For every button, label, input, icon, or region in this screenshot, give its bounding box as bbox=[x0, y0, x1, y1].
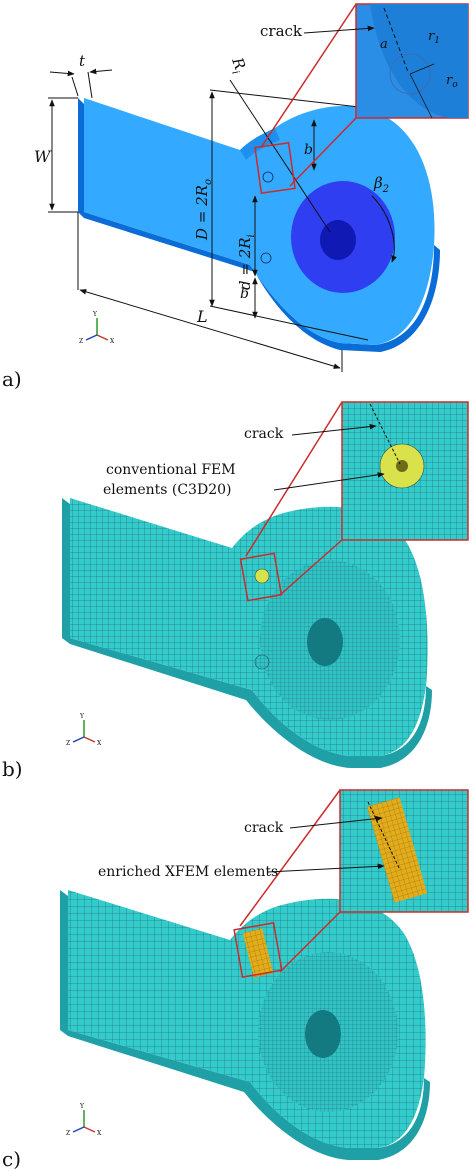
panel-b-fem-mesh: crack conventional FEM elements (C3D20) … bbox=[0, 390, 474, 780]
svg-text:Y: Y bbox=[92, 311, 98, 318]
dim-b-bottom: b bbox=[240, 286, 249, 302]
panel-c-xfem-mesh: crack enriched XFEM elements Y Z X c) bbox=[0, 780, 474, 1171]
dim-d: d = 2Ri bbox=[236, 234, 257, 290]
crack-label-a: crack bbox=[260, 22, 303, 40]
dim-b-top: b bbox=[304, 142, 313, 158]
panel-a-drawing: t W L b b D = 2Ro d = 2Ri Ri β2 crack a … bbox=[2, 3, 469, 390]
crack-label-c: crack bbox=[244, 820, 284, 836]
svg-text:X: X bbox=[97, 740, 102, 747]
inset-r1: r1 bbox=[428, 29, 440, 46]
panel-letter-c: c) bbox=[2, 1147, 21, 1171]
panel-letter-a: a) bbox=[2, 367, 22, 390]
mesh-part-c bbox=[60, 890, 430, 1160]
panel-c-drawing: crack enriched XFEM elements Y Z X c) bbox=[2, 789, 469, 1171]
svg-text:Y: Y bbox=[79, 1103, 85, 1110]
panel-a-geometry: t W L b b D = 2Ro d = 2Ri Ri β2 crack a … bbox=[0, 0, 474, 390]
hole-inner bbox=[320, 220, 356, 260]
crack-callout-b bbox=[239, 401, 469, 602]
dim-W: W bbox=[34, 147, 52, 166]
dim-R: Ri bbox=[225, 54, 250, 76]
dim-D: D = 2Ro bbox=[193, 179, 214, 241]
crack-label-b: crack bbox=[244, 426, 284, 442]
panel-letter-b: b) bbox=[2, 757, 23, 780]
mesh-part-b bbox=[62, 498, 432, 768]
svg-text:Y: Y bbox=[79, 713, 85, 720]
xfem-elements-patch bbox=[366, 797, 428, 903]
panel-b-drawing: crack conventional FEM elements (C3D20) … bbox=[2, 401, 469, 780]
elements-label-b-2: elements (C3D20) bbox=[103, 482, 231, 498]
crack-callout bbox=[254, 3, 469, 194]
elements-label-c: enriched XFEM elements bbox=[98, 864, 278, 880]
lug-part bbox=[78, 98, 440, 352]
svg-text:Z: Z bbox=[66, 740, 70, 747]
svg-text:X: X bbox=[97, 1130, 102, 1137]
svg-text:Z: Z bbox=[79, 338, 83, 345]
elements-label-b-1: conventional FEM bbox=[106, 462, 236, 478]
axis-triad-b: Y Z X bbox=[66, 713, 102, 747]
inset-a: a bbox=[380, 37, 388, 52]
axis-triad-c: Y Z X bbox=[66, 1103, 102, 1137]
dim-beta: β2 bbox=[373, 174, 389, 195]
svg-text:X: X bbox=[110, 338, 115, 345]
dimension-lines bbox=[48, 68, 397, 372]
inset-ro: ro bbox=[446, 73, 458, 90]
svg-text:Z: Z bbox=[66, 1130, 70, 1137]
axis-triad-a: Y Z X bbox=[79, 311, 115, 345]
crack-callout-c bbox=[233, 789, 469, 978]
dim-t: t bbox=[79, 52, 86, 70]
dim-L: L bbox=[196, 307, 208, 326]
